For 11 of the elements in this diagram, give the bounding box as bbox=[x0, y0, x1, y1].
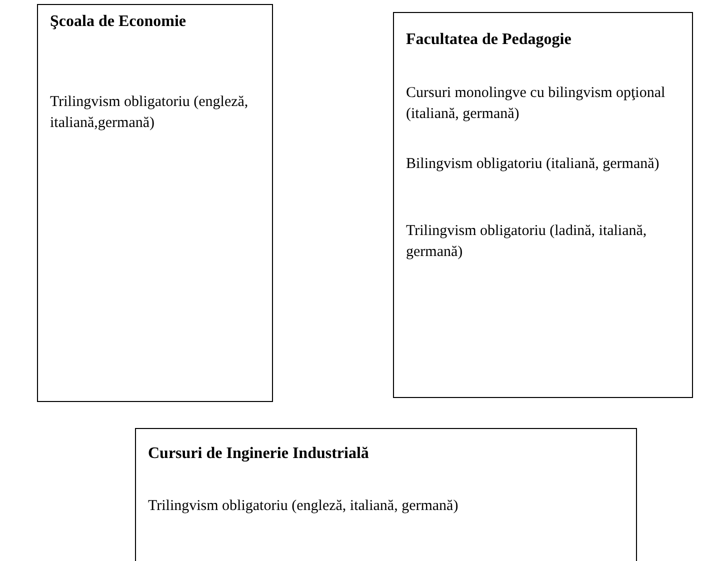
text-box bbox=[135, 428, 637, 561]
box-heading: Facultatea de Pedagogie bbox=[406, 30, 572, 50]
box-heading: Cursuri de Inginerie Industrială bbox=[148, 444, 370, 464]
body-text: Trilingvism obligatoriu (ladină, italiană, germană) bbox=[406, 222, 648, 262]
text-box bbox=[37, 4, 273, 402]
body-text: Cursuri monolingve cu bilingvism opţional (italiană, germană) bbox=[406, 84, 666, 124]
box-heading: Şcoala de Economie bbox=[50, 12, 187, 32]
text-box bbox=[393, 12, 693, 398]
body-text: Trilingvism obligatoriu (engleză, italiană,germană) bbox=[50, 93, 250, 133]
body-text: Trilingvism obligatoriu (engleză, italiană, germană) bbox=[148, 497, 460, 516]
body-text: Bilingvism obligatoriu (italiană, germană) bbox=[406, 155, 660, 174]
